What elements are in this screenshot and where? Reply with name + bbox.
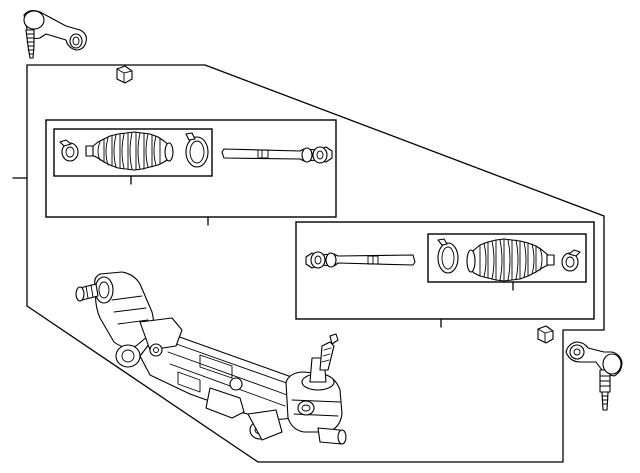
boot-kit-outer-box-left xyxy=(45,119,337,218)
bellows-boot-icon xyxy=(466,238,555,282)
steering-rack-icon xyxy=(75,271,347,445)
assembly-outline xyxy=(26,64,605,463)
clamp-icon xyxy=(437,238,459,274)
boot-kit-outer-box-right xyxy=(295,221,595,320)
hex-nut-icon xyxy=(116,65,133,84)
hex-nut-icon xyxy=(537,325,554,344)
clamp-icon xyxy=(561,249,581,272)
inner-tie-rod-icon xyxy=(221,146,333,164)
clamp-icon xyxy=(59,139,79,162)
tie-rod-end-icon xyxy=(23,9,87,59)
bellows-boot-icon xyxy=(85,131,174,171)
inner-tie-rod-icon xyxy=(305,251,416,269)
tie-rod-end-icon xyxy=(565,341,623,411)
clamp-icon xyxy=(185,132,209,168)
